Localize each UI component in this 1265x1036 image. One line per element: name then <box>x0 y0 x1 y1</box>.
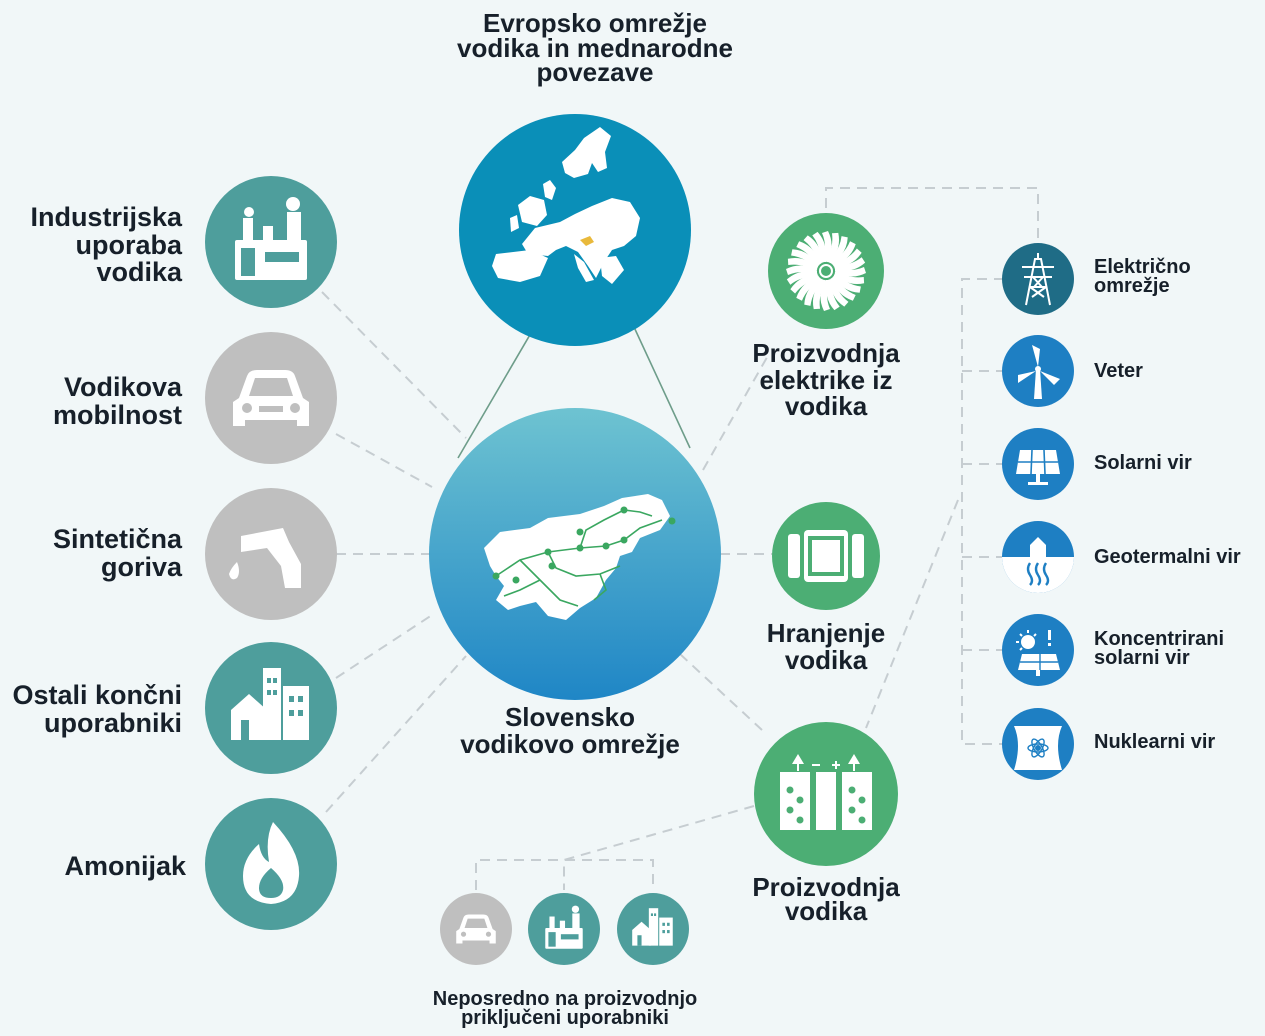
connector-other-users <box>335 614 433 679</box>
left-node-ammonia <box>205 798 337 930</box>
source-geothermal <box>1002 521 1074 593</box>
connector-lines <box>321 187 1039 890</box>
left-label-mobility: Vodikova mobilnost <box>53 372 182 430</box>
connector-ammonia <box>325 655 467 813</box>
source-label-concentrated-solar: Koncentrirani solarni vir <box>1094 628 1225 669</box>
source-label-nuclear: Nuklearni vir <box>1094 731 1216 753</box>
right-label-power: Proizvodnja elektrike iz vodika <box>752 338 900 422</box>
bottom-user-factory <box>528 893 600 965</box>
source-label-wind: Veter <box>1094 360 1143 382</box>
right-label-production: Proizvodnja vodika <box>752 872 900 926</box>
bottom-users-label: Neposredno na proizvodnjo priključeni up… <box>432 988 698 1029</box>
connector-industry <box>321 291 467 439</box>
electrolyzer-icon <box>780 754 872 830</box>
connector-users-bus <box>475 859 654 890</box>
factory-icon <box>545 905 583 949</box>
buildings-icon <box>231 668 309 740</box>
left-label-other-users: Ostali končni uporabniki <box>12 680 182 738</box>
left-label-industry: Industrijska uporaba vodika <box>30 202 182 288</box>
connector-sources-bus <box>961 278 1004 745</box>
europe-label: Evropsko omrežje vodika in mednarodne po… <box>457 8 733 88</box>
europe-node <box>459 114 691 346</box>
car-icon <box>456 914 496 944</box>
left-label-fuels: Sintetična goriva <box>52 524 182 582</box>
connector-sources-production <box>865 499 959 729</box>
solar-panel-icon <box>1016 449 1060 485</box>
europe-map-icon <box>492 127 640 284</box>
slovenia-highlight <box>580 236 594 246</box>
source-solar <box>1002 428 1074 500</box>
left-node-industry <box>205 176 337 308</box>
connector-production-users <box>563 805 755 890</box>
fuel-nozzle-icon <box>229 528 301 588</box>
flame-icon <box>243 822 300 904</box>
connector-power-grid <box>825 187 1039 242</box>
power-pylon-icon <box>1022 253 1054 306</box>
source-label-geothermal: Geotermalni vir <box>1094 546 1241 568</box>
connector-mobility <box>335 433 433 488</box>
source-label-power-grid: Električno omrežje <box>1094 256 1191 297</box>
wind-turbine-icon <box>1018 345 1060 399</box>
bottom-user-car <box>440 893 512 965</box>
left-node-other-users <box>205 642 337 774</box>
bottom-user-buildings <box>617 893 689 965</box>
geothermal-icon <box>1002 537 1074 593</box>
center-node <box>429 408 721 700</box>
source-nuclear <box>1002 708 1074 780</box>
connector-production <box>679 653 763 731</box>
slovenia-map-icon <box>484 494 676 620</box>
right-node-storage <box>772 502 880 610</box>
right-node-production <box>754 722 898 866</box>
turbine-icon <box>786 231 866 311</box>
source-concentrated-solar <box>1002 614 1074 686</box>
connector-power <box>702 351 771 471</box>
center-label: Slovensko vodikovo omrežje <box>460 702 680 759</box>
source-label-solar: Solarni vir <box>1094 452 1192 474</box>
left-node-mobility <box>205 332 337 464</box>
right-node-power <box>768 213 884 329</box>
buildings-icon <box>632 908 673 946</box>
nuclear-plant-icon <box>1014 726 1062 770</box>
left-label-ammonia: Amonijak <box>64 851 186 881</box>
left-node-fuels <box>205 488 337 620</box>
car-icon <box>233 370 309 426</box>
source-wind <box>1002 335 1074 407</box>
right-label-storage: Hranjenje vodika <box>766 618 886 675</box>
source-power-grid <box>1002 243 1074 315</box>
